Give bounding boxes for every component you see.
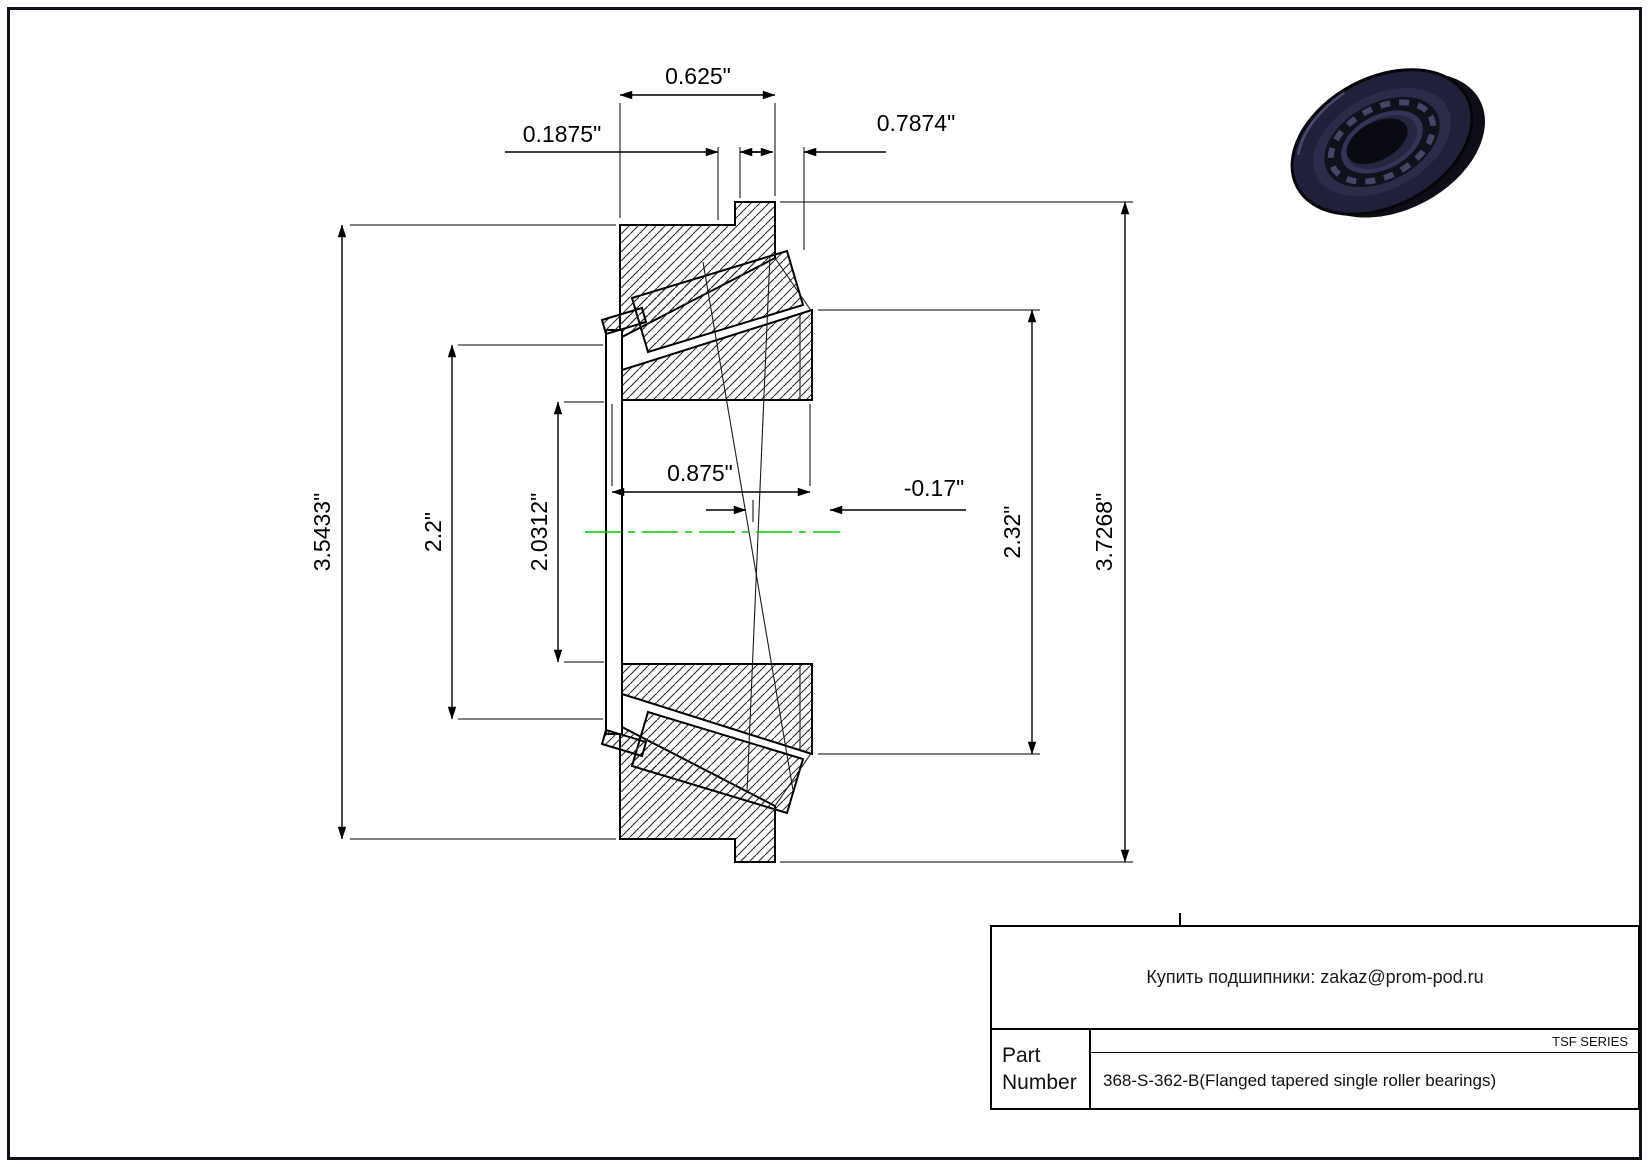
part-label-line-1: Part (1002, 1044, 1041, 1067)
dim-label-bore-width: 0.875" (667, 460, 733, 486)
roller-bottom-section (630, 710, 805, 815)
cup-cone-interface-top (774, 257, 813, 313)
cage-lip-bottom (600, 728, 648, 758)
bearing-3d-illustration (1290, 68, 1485, 218)
dim-label-flange-lip: 0.1875" (523, 121, 602, 147)
dim-label-cage-od: 2.2" (420, 512, 446, 552)
title-block-part-row: Part Number TSF SERIES 368-S-362-B(Flang… (992, 1030, 1638, 1108)
bearing-section (585, 201, 840, 863)
dim-cone-back-od: 2.32" (818, 309, 1040, 755)
part-label-line-2: Number (1002, 1071, 1077, 1095)
part-number-label: Part Number (992, 1030, 1091, 1108)
dim-label-bore-dia: 2.0312" (526, 493, 552, 572)
dim-label-cone-width: 0.7874" (877, 110, 956, 136)
dim-label-flange-od: 3.7268" (1091, 493, 1117, 572)
title-block: Купить подшипники: zakaz@prom-pod.ru Par… (990, 925, 1640, 1110)
part-number-value: 368-S-362-B(Flanged tapered single rolle… (1103, 1070, 1497, 1090)
dim-bore-width: 0.875" (611, 404, 811, 497)
title-block-contact-row: Купить подшипники: zakaz@prom-pod.ru (992, 927, 1638, 1030)
contact-angle-line-2 (746, 254, 771, 793)
dim-cone-width: 0.7874" (748, 110, 955, 250)
dim-cup-width: 0.625" (619, 63, 776, 218)
fold-mark (1179, 913, 1181, 925)
contact-angle-line-1 (702, 261, 794, 791)
dim-label-cup-od: 3.5433" (309, 493, 335, 572)
series-label: TSF SERIES (1091, 1030, 1638, 1053)
cup-cone-interface-bottom (774, 751, 813, 807)
roller-top-section (630, 249, 805, 354)
cage-lip-top (600, 306, 648, 336)
part-number-cell: TSF SERIES 368-S-362-B(Flanged tapered s… (1091, 1030, 1638, 1108)
dim-bore-dia: 2.0312" (526, 401, 604, 663)
bearing-3d-rollers (1327, 99, 1437, 185)
dim-label-cone-back-od: 2.32" (999, 506, 1025, 559)
contact-text: Купить подшипники: zakaz@prom-pod.ru (1146, 967, 1484, 987)
dim-flange-lip: 0.1875" (505, 121, 770, 220)
dim-label-center-offset: -0.17" (904, 475, 965, 501)
dim-cup-od: 3.5433" (309, 224, 616, 840)
dim-label-cup-width: 0.625" (665, 63, 731, 89)
dim-center-offset: -0.17" (706, 475, 966, 522)
dim-cage-od: 2.2" (420, 344, 603, 720)
dim-flange-od: 3.7268" (780, 201, 1133, 863)
